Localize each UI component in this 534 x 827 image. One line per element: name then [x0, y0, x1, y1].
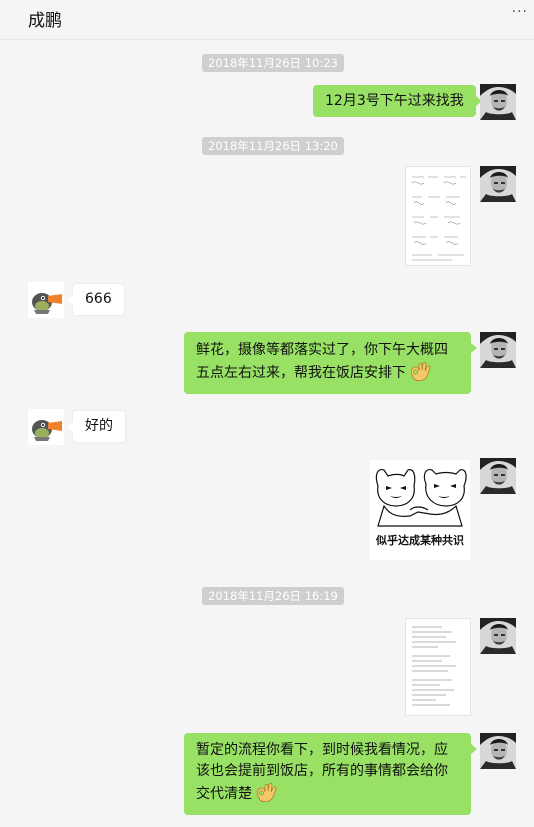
message-text: 鲜花，摄像等都落实过了，你下午大概四五点左右过来，帮我在饭店安排下	[196, 342, 448, 381]
message-text: 12月3号下午过来找我	[325, 93, 464, 109]
ok-hand-emoji-icon	[256, 783, 277, 803]
chat-header: 成鹏 ···	[0, 0, 534, 40]
my-avatar[interactable]	[480, 618, 516, 654]
message-text: 暂定的流程你看下，到时候我看情况，应该也会提前到饭店，所有的事情都会给你交代清楚	[196, 742, 448, 802]
my-avatar[interactable]	[480, 733, 516, 769]
handshake-sticker-icon	[375, 469, 467, 527]
portrait-avatar-icon	[480, 84, 516, 120]
my-message[interactable]: 12月3号下午过来找我	[313, 85, 482, 117]
my-avatar[interactable]	[480, 458, 516, 494]
document-thumbnail-icon	[406, 167, 470, 265]
bird-avatar-icon	[28, 409, 64, 445]
my-avatar[interactable]	[480, 332, 516, 368]
timestamp: 2018年11月26日 16:19	[202, 587, 344, 605]
contact-message[interactable]: 好的	[67, 410, 126, 443]
chat-title: 成鹏	[28, 11, 62, 31]
ok-hand-emoji-icon	[410, 362, 431, 382]
contact-avatar[interactable]	[28, 409, 64, 445]
sticker-caption: 似乎达成某种共识	[376, 534, 464, 547]
my-avatar[interactable]	[480, 166, 516, 202]
message-text: 好的	[85, 418, 113, 434]
timestamp: 2018年11月26日 10:23	[202, 54, 344, 72]
portrait-avatar-icon	[480, 618, 516, 654]
portrait-avatar-icon	[480, 458, 516, 494]
document-thumbnail-icon	[406, 619, 470, 715]
more-options-icon[interactable]: ···	[511, 4, 528, 20]
image-message[interactable]	[405, 166, 471, 266]
contact-avatar[interactable]	[28, 282, 64, 318]
my-message[interactable]: 暂定的流程你看下，到时候我看情况，应该也会提前到饭店，所有的事情都会给你交代清楚	[184, 733, 477, 815]
image-message[interactable]	[405, 618, 471, 716]
my-message[interactable]: 鲜花，摄像等都落实过了，你下午大概四五点左右过来，帮我在饭店安排下	[184, 332, 477, 394]
contact-message[interactable]: 666	[67, 283, 125, 316]
my-avatar[interactable]	[480, 84, 516, 120]
sticker-message[interactable]: 似乎达成某种共识	[370, 460, 470, 560]
bird-avatar-icon	[28, 282, 64, 318]
message-text: 666	[85, 291, 112, 307]
timestamp: 2018年11月26日 13:20	[202, 137, 344, 155]
portrait-avatar-icon	[480, 733, 516, 769]
portrait-avatar-icon	[480, 166, 516, 202]
portrait-avatar-icon	[480, 332, 516, 368]
